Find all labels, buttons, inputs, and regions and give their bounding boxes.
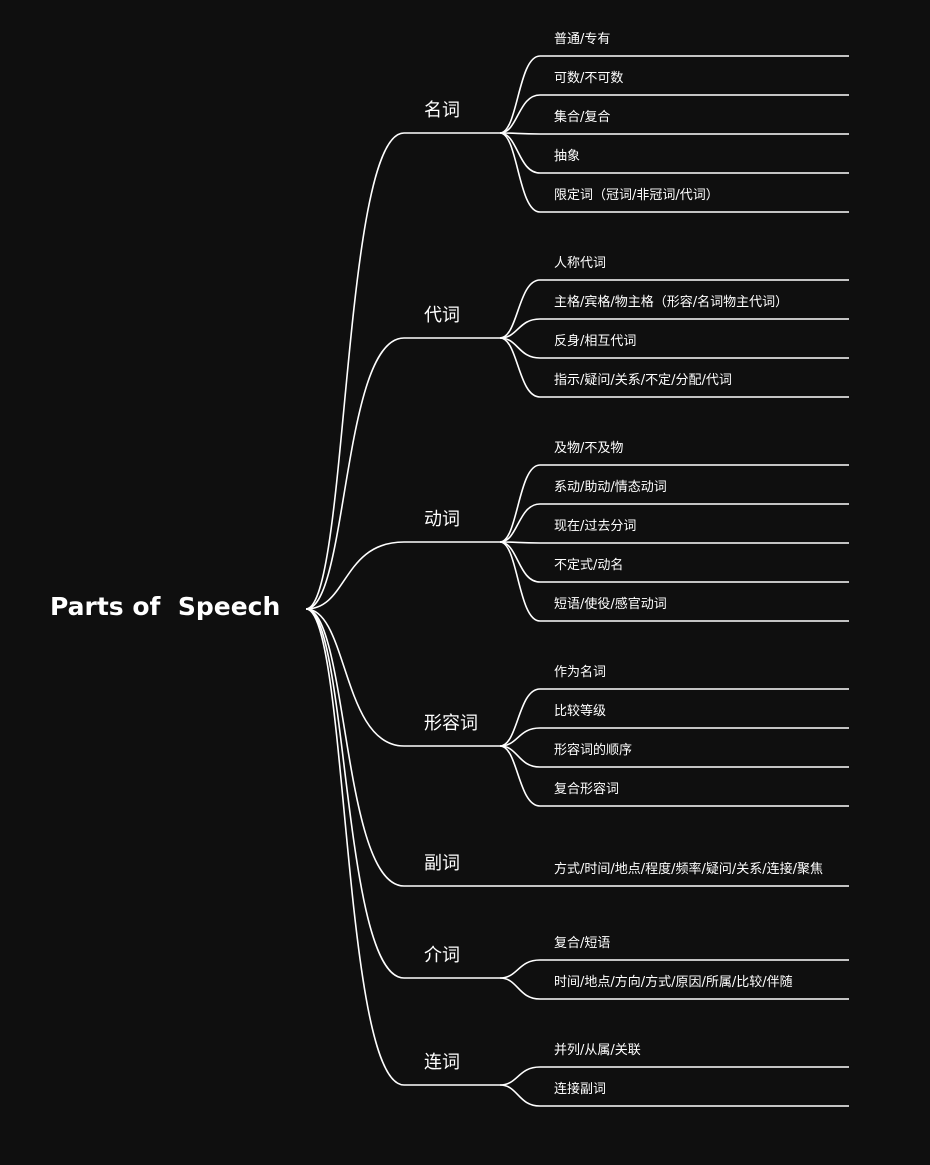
branch-7-label[interactable]: 连词 [424, 1052, 460, 1073]
edge-branch-3-leaf-4 [499, 541, 541, 583]
branch-7-leaf-2-label[interactable]: 连接副词 [554, 1082, 607, 1097]
branch-6-leaf-1-label[interactable]: 复合/短语 [554, 936, 611, 951]
branch-3-leaf-2-label[interactable]: 系动/助动/情态动词 [554, 480, 667, 495]
branch-3-leaf-5-label[interactable]: 短语/使役/感官动词 [554, 597, 667, 612]
edge-root-to-branch-4 [305, 608, 405, 747]
edge-branch-6-leaf-1 [499, 959, 541, 979]
edge-branch-3-leaf-5 [499, 541, 541, 622]
edge-branch-4-leaf-1 [499, 688, 541, 747]
branch-4-label[interactable]: 形容词 [424, 713, 478, 734]
branch-7-leaf-1-label[interactable]: 并列/从属/关联 [554, 1043, 641, 1058]
edge-branch-2-leaf-2 [499, 318, 541, 339]
branch-6-leaf-2-label[interactable]: 时间/地点/方向/方式/原因/所属/比较/伴随 [554, 975, 793, 990]
branch-2-label[interactable]: 代词 [424, 305, 460, 326]
edge-root-to-branch-5 [305, 608, 405, 887]
branch-1-leaf-2-label[interactable]: 可数/不可数 [554, 71, 624, 86]
edge-branch-4-leaf-2 [499, 727, 541, 747]
branch-5-label[interactable]: 副词 [424, 853, 460, 874]
root-node-label[interactable]: Parts of Speech [50, 592, 281, 621]
branch-4-leaf-1-label[interactable]: 作为名词 [554, 665, 607, 680]
branch-2-leaf-3-label[interactable]: 反身/相互代词 [554, 334, 637, 349]
edge-root-to-branch-2 [305, 337, 405, 610]
edge-branch-2-leaf-1 [499, 279, 541, 339]
edge-root-to-branch-1 [305, 132, 405, 610]
branch-1-leaf-4-label[interactable]: 抽象 [554, 149, 581, 164]
branch-5-leaf-1-label[interactable]: 方式/时间/地点/程度/频率/疑问/关系/连接/聚焦 [554, 862, 824, 877]
branch-1-leaf-3-label[interactable]: 集合/复合 [554, 110, 611, 125]
edge-branch-1-leaf-2 [499, 94, 541, 134]
edge-branch-6-leaf-2 [499, 977, 541, 1000]
edge-root-to-branch-6 [305, 608, 405, 979]
branch-2-leaf-2-label[interactable]: 主格/宾格/物主格（形容/名词物主代词） [554, 295, 789, 310]
branch-2-leaf-1-label[interactable]: 人称代词 [554, 256, 607, 271]
edge-branch-1-leaf-1 [499, 55, 541, 134]
edge-branch-7-leaf-1 [499, 1066, 541, 1086]
branch-1-leaf-5-label[interactable]: 限定词（冠词/非冠词/代词） [554, 188, 719, 203]
branch-3-leaf-3-label[interactable]: 现在/过去分词 [554, 519, 637, 534]
edge-branch-3-leaf-2 [499, 503, 541, 543]
branch-6-label[interactable]: 介词 [424, 945, 460, 966]
branch-3-leaf-4-label[interactable]: 不定式/动名 [554, 558, 624, 573]
branch-4-leaf-4-label[interactable]: 复合形容词 [554, 782, 620, 797]
branch-4-leaf-2-label[interactable]: 比较等级 [554, 704, 607, 719]
edge-branch-1-leaf-5 [499, 132, 541, 213]
branch-3-label[interactable]: 动词 [424, 509, 460, 530]
edge-branch-2-leaf-4 [499, 337, 541, 398]
branch-3-leaf-1-label[interactable]: 及物/不及物 [554, 441, 624, 456]
edge-branch-3-leaf-1 [499, 464, 541, 543]
branch-4-leaf-3-label[interactable]: 形容词的顺序 [554, 743, 633, 758]
edge-branch-1-leaf-4 [499, 132, 541, 174]
branch-1-leaf-1-label[interactable]: 普通/专有 [554, 32, 611, 47]
branch-1-label[interactable]: 名词 [424, 100, 460, 121]
edge-root-to-branch-3 [305, 541, 405, 610]
edge-branch-7-leaf-2 [499, 1084, 541, 1107]
branch-2-leaf-4-label[interactable]: 指示/疑问/关系/不定/分配/代词 [554, 373, 732, 388]
edge-root-to-branch-7 [305, 608, 405, 1086]
edge-branch-4-leaf-4 [499, 745, 541, 807]
